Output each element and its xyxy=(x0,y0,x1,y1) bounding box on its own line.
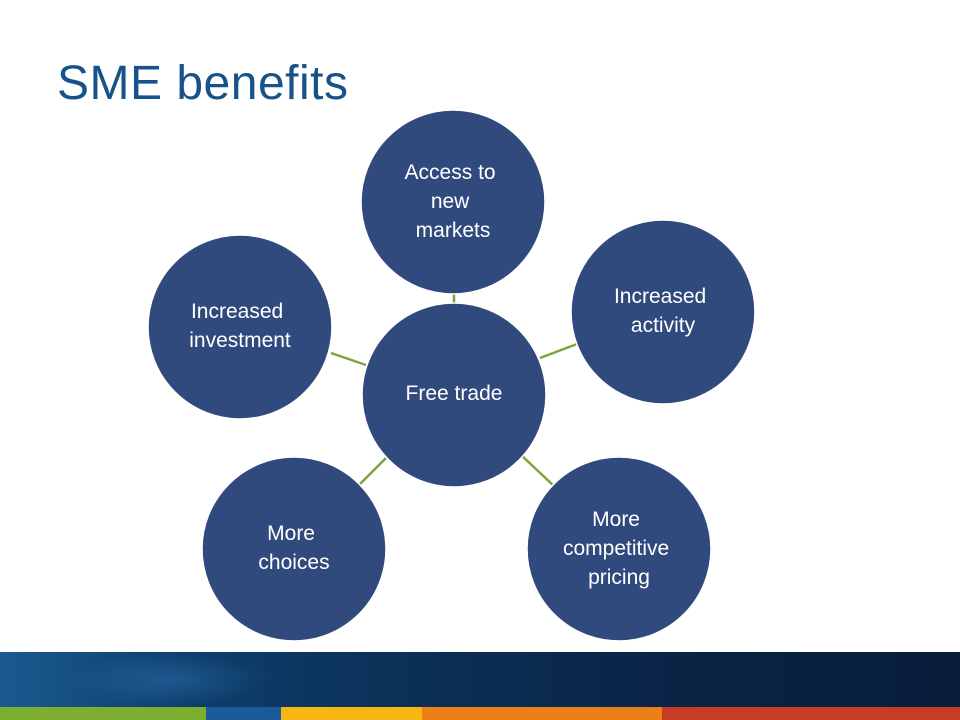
node-access-to-new-markets: Access to new markets xyxy=(360,109,546,295)
connector-more-competitive-pricing xyxy=(519,453,556,488)
node-circle xyxy=(201,456,387,642)
footer-stripe-yellow xyxy=(281,707,422,720)
node-circle xyxy=(360,109,546,295)
connector-increased-activity xyxy=(539,342,578,360)
node-label-line: investment xyxy=(189,329,291,352)
footer-glow xyxy=(70,652,270,707)
node-label-line: activity xyxy=(631,314,696,337)
node-label-line: markets xyxy=(416,219,491,242)
footer-stripe-blue xyxy=(206,707,281,720)
node-label: Access to new markets xyxy=(405,161,502,242)
node-circle xyxy=(526,456,712,642)
node-circle xyxy=(147,234,333,420)
node-label-line: More xyxy=(267,522,315,545)
node-label: Increased investment xyxy=(189,300,291,352)
node-label: More competitive pricing xyxy=(563,508,675,589)
node-label: Increased activity xyxy=(614,285,712,337)
node-label-line: Access to xyxy=(405,161,496,184)
node-label-line: Increased xyxy=(614,285,706,308)
center-node-label-line: Free trade xyxy=(406,382,503,405)
node-label-line: choices xyxy=(258,551,329,574)
node-increased-investment: Increased investment xyxy=(147,234,333,420)
slide-title: SME benefits xyxy=(57,57,349,110)
node-more-competitive-pricing: More competitive pricing xyxy=(526,456,712,642)
node-label-line: pricing xyxy=(588,566,650,589)
node-label-line: new xyxy=(431,190,470,213)
node-label-line: competitive xyxy=(563,537,669,560)
node-circle xyxy=(570,219,756,405)
connector-more-choices xyxy=(359,456,388,485)
footer-stripe-red xyxy=(662,707,960,720)
footer-stripe-orange xyxy=(422,707,662,720)
node-increased-activity: Increased activity xyxy=(570,219,756,405)
center-node-circle xyxy=(361,302,547,488)
connector-increased-investment xyxy=(330,351,367,367)
node-more-choices: More choices xyxy=(201,456,387,642)
node-label-line: More xyxy=(592,508,640,531)
node-label-line: Increased xyxy=(191,300,283,323)
center-node-label: Free trade xyxy=(406,382,503,405)
radial-diagram: Access to new markets Increased activity… xyxy=(147,109,756,642)
node-free-trade: Free trade xyxy=(361,302,547,488)
node-label: More choices xyxy=(258,522,329,574)
footer-stripes xyxy=(0,707,960,720)
footer-stripe-green xyxy=(0,707,206,720)
